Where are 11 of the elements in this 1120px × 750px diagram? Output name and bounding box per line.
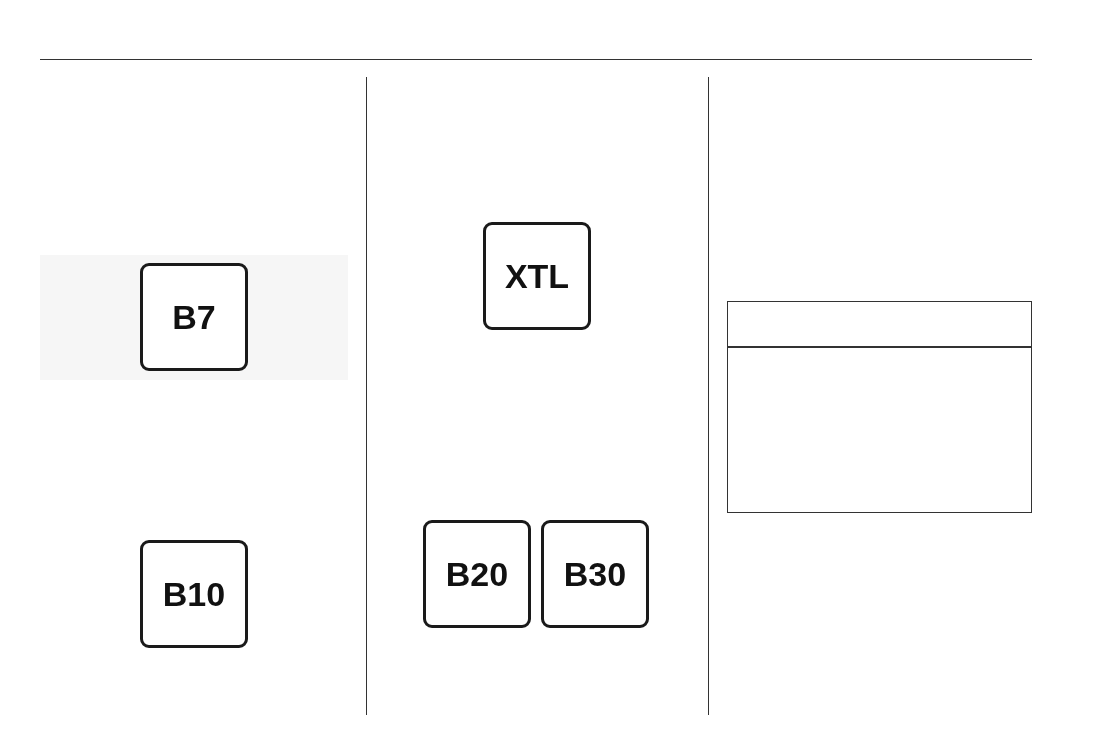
fuel-label xyxy=(140,263,248,371)
label-text: B30 xyxy=(563,554,627,594)
label-text: B7 xyxy=(172,297,216,337)
empty-table xyxy=(727,301,1032,513)
fuel-label xyxy=(140,540,248,648)
label-text: XTL xyxy=(504,256,570,296)
fuel-label xyxy=(483,222,591,330)
label-text: B10 xyxy=(162,574,226,614)
label-text: B20 xyxy=(445,554,509,594)
fuel-label xyxy=(541,520,649,628)
fuel-label xyxy=(423,520,531,628)
